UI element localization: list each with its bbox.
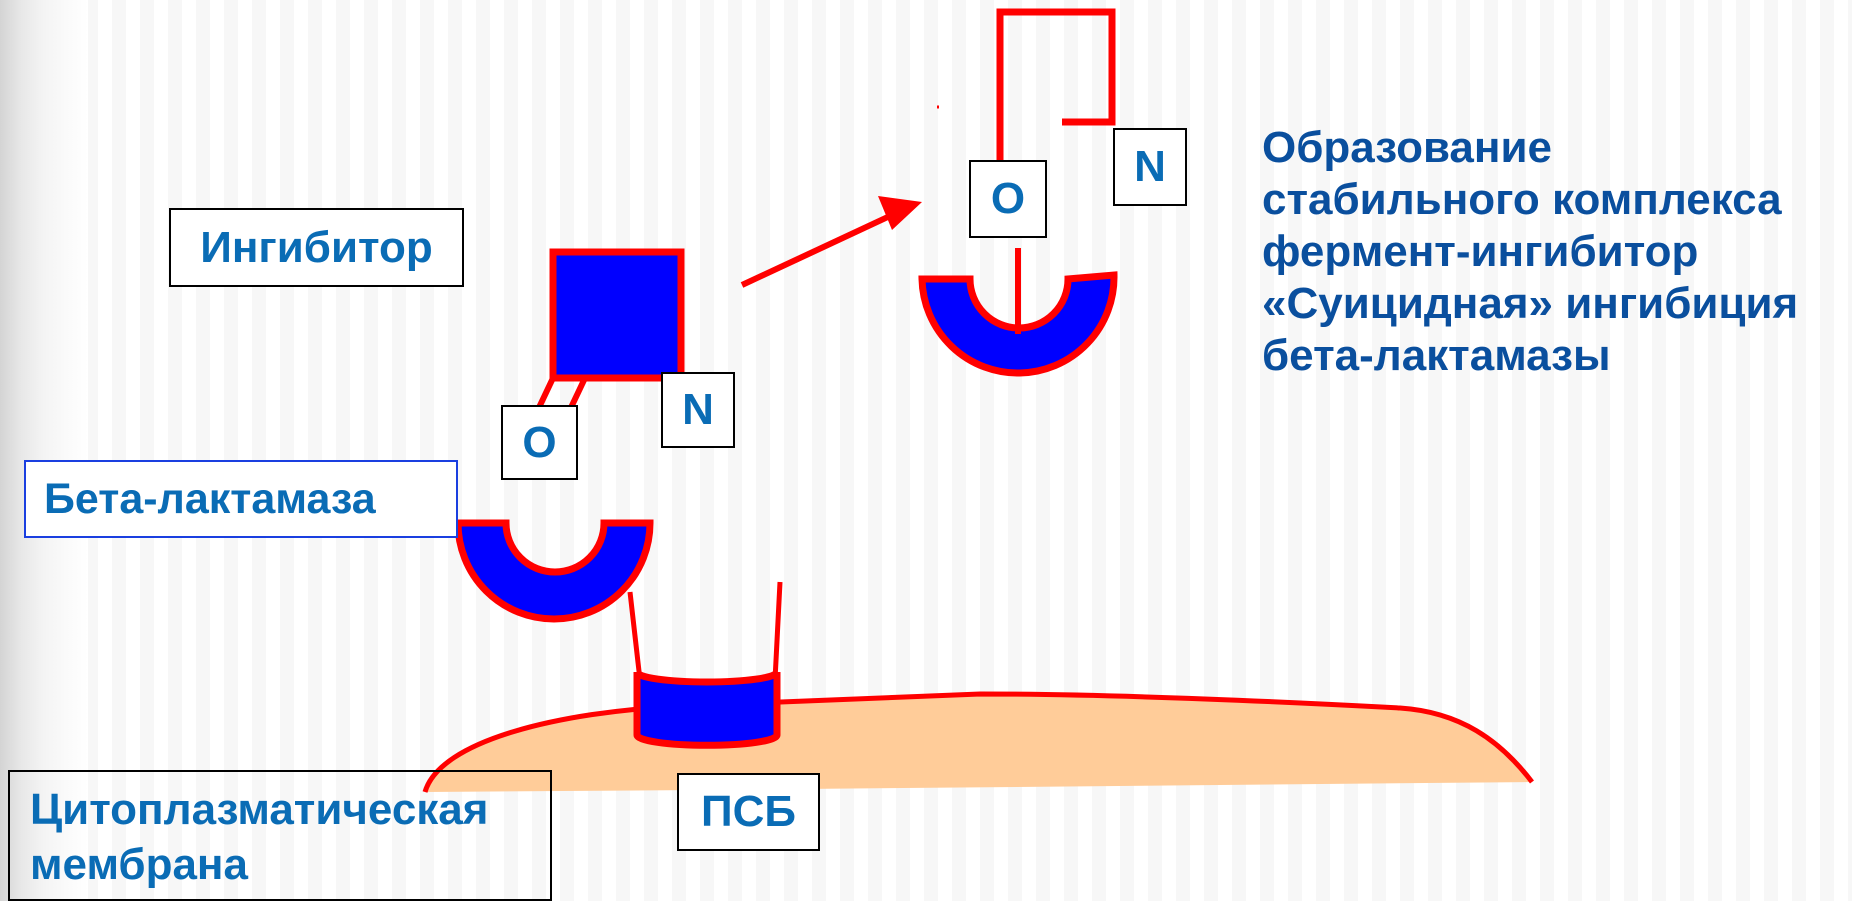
atom-n-left: N — [661, 372, 735, 448]
complex-inhibitor-chain — [996, 8, 1116, 172]
pbp-label: ПСБ — [677, 773, 820, 851]
beta-lactamase-enzyme — [454, 519, 654, 623]
left-gradient-edge — [0, 0, 88, 901]
pbp-side-lines — [627, 581, 783, 681]
reaction-arrow-head — [878, 196, 922, 230]
atom-o-left: O — [501, 405, 578, 480]
inhibitor-label: Ингибитор — [169, 208, 464, 287]
atom-o-right: O — [969, 160, 1047, 238]
caption-line1: Образование — [1262, 123, 1552, 172]
caption-line2: стабильного комплекса — [1262, 175, 1782, 224]
caption-text: Образование стабильного комплекса фермен… — [1262, 122, 1798, 382]
beta-lactamase-label: Бета-лактамаза — [24, 460, 458, 538]
atom-n-right: N — [1113, 128, 1187, 206]
complex-enzyme — [918, 271, 1118, 377]
caption-line5: бета-лактамазы — [1262, 331, 1611, 380]
reaction-arrow-shaft — [740, 213, 892, 288]
membrane-label-line2: мембрана — [30, 840, 248, 889]
membrane-label: Цитоплазматическая мембрана — [8, 770, 552, 901]
membrane-outline — [422, 691, 1534, 793]
caption-line3: фермент-ингибитор — [1262, 227, 1699, 276]
pbp-protein — [633, 670, 781, 749]
membrane-label-line1: Цитоплазматическая — [30, 785, 489, 834]
caption-line4: «Суицидная» ингибиция — [1262, 279, 1799, 328]
inhibitor-molecule — [549, 248, 685, 382]
